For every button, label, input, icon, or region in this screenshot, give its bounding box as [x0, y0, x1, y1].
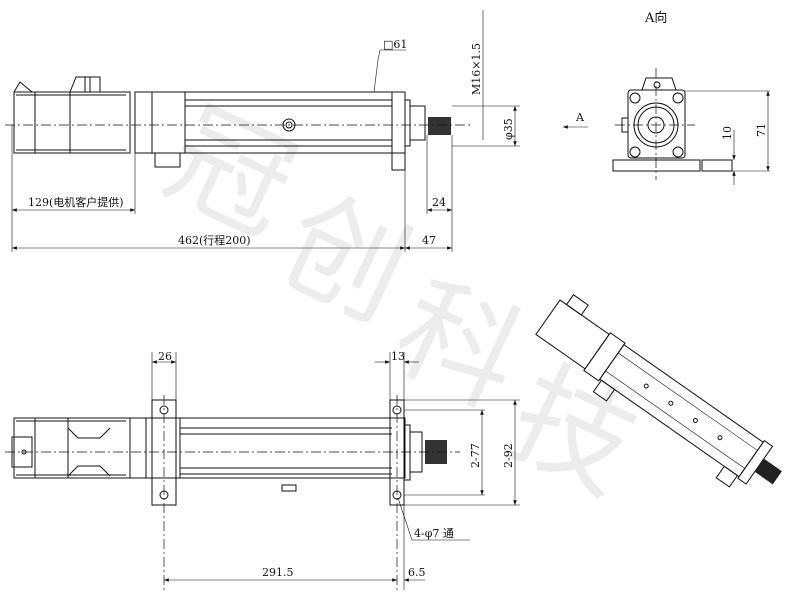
foot-spacing-dim: 291.5	[262, 566, 294, 579]
thread-spec-label: M16×1.5	[470, 43, 483, 95]
front-offset-dim: 6.5	[408, 566, 426, 579]
front-foot-width-dim: 13	[391, 350, 405, 363]
thread-rod-bottom	[425, 440, 447, 464]
isometric-view	[535, 294, 782, 488]
square-size-label: □61	[383, 38, 407, 51]
svg-text:技: 技	[489, 344, 657, 521]
view-a-title: A向	[644, 10, 667, 26]
thread-length-dim: 24	[432, 196, 446, 209]
motor-length-dim: 129(电机客户提供)	[28, 195, 124, 209]
watermark: 冠创 科技	[147, 85, 657, 521]
outer-hole-spacing-dim: 2-92	[502, 443, 515, 468]
top-view: □61 M16×1.5 φ35 129(电机客户提供) 24 462(行程200…	[5, 10, 520, 252]
mounting-holes-label: 4-φ7 通	[414, 527, 454, 540]
rear-foot-width-dim: 26	[158, 350, 172, 363]
total-length-dim: 462(行程200)	[178, 234, 251, 247]
view-a: A向 A 71 10	[563, 10, 770, 185]
inner-hole-spacing-dim: 2-77	[469, 443, 482, 468]
base-10-dim: 10	[721, 126, 734, 140]
bottom-view: 26 13 2-77 2-92 4-φ7 通 291.5 6.5	[5, 350, 520, 590]
motor-body	[13, 91, 131, 154]
rod-extension-dim: 47	[422, 234, 436, 247]
thread-rod	[428, 117, 451, 135]
view-arrow-label: A	[575, 111, 585, 124]
height-71-dim: 71	[755, 123, 768, 137]
rod-diameter-label: φ35	[502, 118, 515, 140]
actuator-body	[134, 91, 406, 171]
